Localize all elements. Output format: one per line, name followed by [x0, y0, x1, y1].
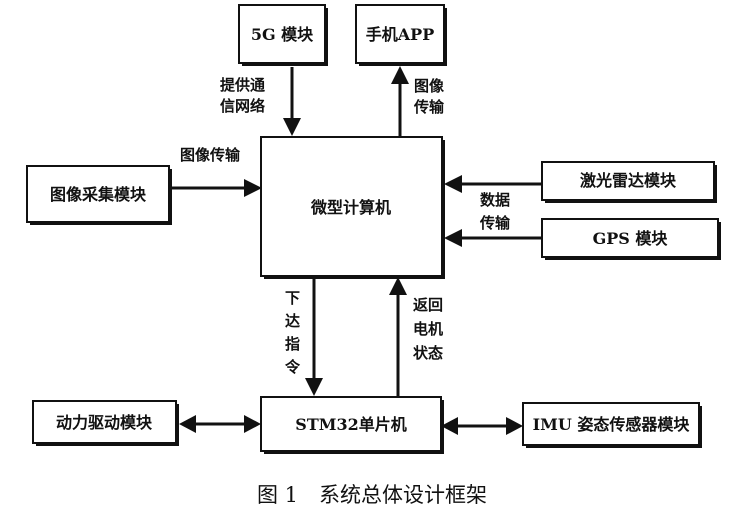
node-gps: GPS 模块 [541, 218, 721, 260]
label-data-line1: 数据 [480, 191, 510, 209]
node-image-capture-label: 图像采集模块 [50, 185, 147, 204]
label-image-capture: 图像传输 [180, 146, 241, 164]
arrowhead [179, 415, 196, 433]
node-microcomputer: 微型计算机 [260, 136, 445, 279]
label-state-line3: 状态 [413, 344, 443, 362]
node-5g-label: 5G 模块 [251, 25, 314, 44]
arrowhead [244, 415, 261, 433]
label-network-line2: 信网络 [220, 97, 265, 115]
label-command-3: 指 [285, 335, 300, 353]
node-lidar: 激光雷达模块 [541, 161, 717, 203]
label-network-line1: 提供通 [220, 76, 265, 94]
node-imu-label: IMU 姿态传感器模块 [533, 415, 691, 434]
node-imu: IMU 姿态传感器模块 [522, 402, 702, 448]
edge-labels: 提供通 信网络 图像 传输 图像传输 数据 传输 下 达 指 令 返回 电机 状… [180, 76, 511, 376]
node-5g-module: 5G 模块 [238, 4, 328, 66]
arrowhead [441, 417, 458, 435]
node-lidar-label: 激光雷达模块 [580, 171, 677, 190]
arrowhead [283, 118, 301, 136]
node-phone-app-label: 手机APP [366, 25, 434, 44]
arrowhead [305, 378, 323, 396]
label-command-4: 令 [285, 358, 301, 376]
node-power-drive-label: 动力驱动模块 [56, 413, 153, 432]
node-stm32-label: STM32单片机 [295, 415, 406, 434]
arrowhead [391, 66, 409, 84]
node-gps-label: GPS 模块 [593, 229, 669, 248]
node-microcomputer-label: 微型计算机 [310, 198, 391, 217]
label-state-line1: 返回 [413, 296, 443, 314]
arrowhead [444, 229, 462, 247]
node-image-capture: 图像采集模块 [26, 165, 172, 225]
label-image-app-line1: 图像 [414, 77, 445, 95]
node-phone-app: 手机APP [355, 4, 447, 66]
node-stm32: STM32单片机 [260, 396, 444, 454]
arrowhead [389, 277, 407, 295]
label-image-app-line2: 传输 [413, 98, 445, 116]
connectors [172, 66, 542, 435]
label-state-line2: 电机 [413, 320, 443, 338]
label-command-1: 下 [285, 289, 300, 307]
arrowhead [444, 175, 462, 193]
figure-caption: 图 1 系统总体设计框架 [257, 483, 487, 507]
label-command-2: 达 [285, 312, 300, 330]
arrowhead [506, 417, 523, 435]
arrowhead [244, 179, 262, 197]
label-data-line2: 传输 [479, 214, 511, 232]
node-power-drive: 动力驱动模块 [32, 400, 179, 446]
